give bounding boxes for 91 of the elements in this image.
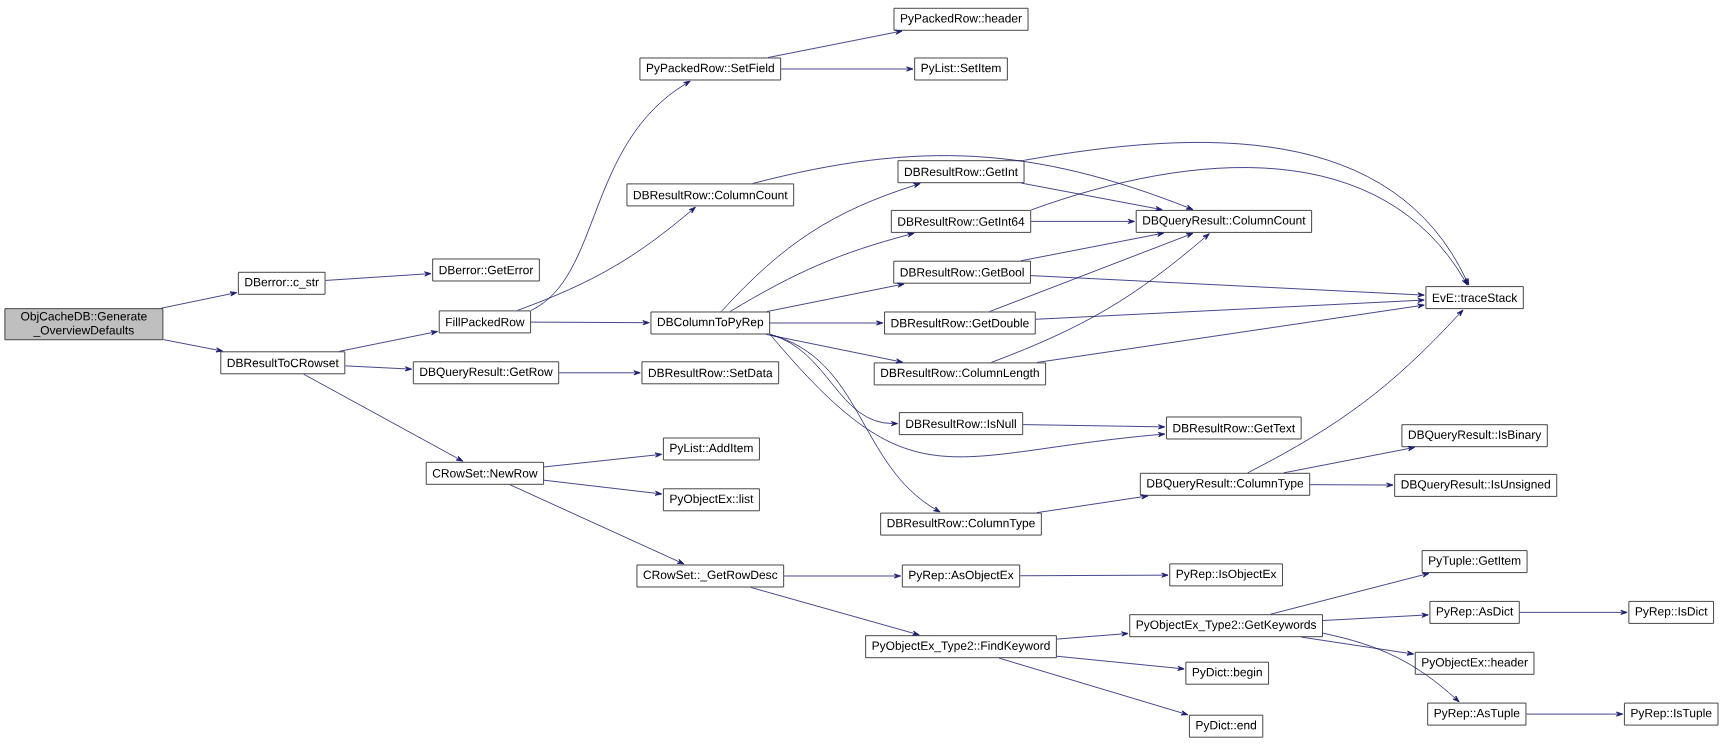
- arrow: [1036, 303, 1425, 363]
- arrow: [303, 373, 464, 462]
- arrow: [766, 334, 903, 364]
- function-box: DBResultRow::SetData: [641, 361, 780, 385]
- arrow: [1519, 609, 1628, 615]
- arrow: [160, 291, 238, 309]
- function-box: DBResultRow::ColumnLength: [873, 362, 1047, 386]
- arrow: [769, 334, 941, 513]
- function-box: CRowSet::NewRow: [425, 461, 545, 485]
- arrow: [530, 80, 691, 311]
- function-box: DBResultRow::GetText: [1166, 416, 1302, 440]
- function-box: DBResultRow::IsNull: [898, 412, 1024, 436]
- arrow: [509, 484, 685, 565]
- arrow: [1309, 482, 1394, 488]
- function-box: DBResultRow::ColumnCount: [626, 183, 795, 207]
- arrow: [1036, 494, 1149, 514]
- arrow: [344, 365, 412, 372]
- function-box: EvE::traceStack: [1425, 286, 1524, 310]
- function-box: PyPackedRow::SetField: [639, 57, 782, 81]
- arrow: [338, 330, 438, 352]
- function-box: PyRep::AsTuple: [1427, 702, 1527, 726]
- function-box: DBResultRow::ColumnType: [880, 512, 1042, 536]
- arrow: [1030, 167, 1468, 286]
- function-box: PyDict::end: [1189, 714, 1264, 738]
- function-box: PyRep::IsTuple: [1623, 702, 1719, 726]
- arrow: [530, 320, 650, 326]
- arrow: [783, 573, 901, 579]
- arrow: [998, 657, 1189, 716]
- arrow: [1283, 446, 1415, 474]
- arrow: [517, 206, 696, 311]
- function-box: PyList::AddItem: [662, 437, 760, 461]
- function-box: DBQueryResult::IsUnsigned: [1394, 473, 1558, 497]
- arrow: [780, 66, 914, 72]
- function-box: DBQueryResult::GetRow: [412, 361, 560, 385]
- arrow: [1019, 572, 1169, 578]
- arrow: [729, 232, 915, 312]
- arrow: [766, 282, 905, 312]
- arrow: [1030, 275, 1425, 298]
- arrow: [1030, 218, 1135, 224]
- arrow: [1056, 631, 1129, 640]
- function-box: DBResultRow::GetInt64: [890, 209, 1032, 233]
- function-box: FillPackedRow: [438, 310, 532, 334]
- arrow: [1024, 142, 1470, 286]
- arrow: [750, 587, 920, 636]
- function-box: DBQueryResult::ColumnType: [1139, 472, 1311, 496]
- arrow: [769, 334, 1166, 458]
- arrow: [752, 155, 1194, 210]
- function-box: DBResultRow::GetDouble: [884, 311, 1036, 335]
- function-box: DBerror::c_str: [237, 271, 326, 295]
- function-box: DBResultToCRowset: [220, 351, 346, 375]
- arrow: [769, 320, 884, 326]
- arrow: [543, 452, 663, 468]
- function-box: PyObjectEx::list: [662, 488, 760, 512]
- arrow: [1270, 572, 1430, 615]
- function-box: CRowSet::_GetRowDesc: [636, 564, 785, 588]
- arrow: [767, 29, 903, 58]
- function-box: PyRep::AsDict: [1429, 600, 1520, 624]
- arrow: [1301, 636, 1414, 656]
- function-box: DBQueryResult::IsBinary: [1401, 424, 1548, 448]
- function-box: DBerror::GetError: [432, 258, 540, 282]
- arrow: [1020, 231, 1165, 262]
- function-box: PyObjectEx_Type2::GetKeywords: [1129, 614, 1323, 638]
- arrow: [1526, 711, 1624, 717]
- arrow: [543, 479, 663, 496]
- function-box: PyRep::IsObjectEx: [1169, 563, 1283, 587]
- arrow: [1322, 612, 1429, 621]
- function-box: DBResultRow::GetInt: [897, 160, 1025, 184]
- arrow: [1022, 424, 1166, 430]
- function-box: PyList::SetItem: [914, 57, 1008, 81]
- function-box: PyPackedRow::header: [893, 7, 1029, 31]
- function-box: ObjCacheDB::Generate _OverviewDefaults: [4, 308, 164, 341]
- function-box: PyDict::begin: [1185, 661, 1269, 685]
- arrow: [989, 232, 1194, 312]
- function-box: PyTuple::GetItem: [1421, 550, 1528, 574]
- function-box: DBResultRow::GetBool: [893, 260, 1031, 284]
- arrow: [325, 271, 432, 281]
- function-box: PyRep::AsObjectEx: [901, 564, 1021, 588]
- function-box: PyObjectEx_Type2::FindKeyword: [865, 635, 1057, 659]
- function-box: DBQueryResult::ColumnCount: [1135, 209, 1313, 233]
- arrow: [1247, 309, 1464, 474]
- arrow: [162, 339, 223, 353]
- arrow: [720, 183, 921, 312]
- arrow: [990, 233, 1210, 363]
- arrow: [558, 370, 641, 376]
- arrow: [1056, 655, 1185, 671]
- arrow: [1021, 182, 1163, 211]
- function-box: PyRep::IsDict: [1628, 600, 1714, 624]
- arrow: [1322, 632, 1460, 703]
- arrow: [1035, 297, 1425, 320]
- function-box: DBColumnToPyRep: [650, 311, 771, 335]
- function-box: PyObjectEx::header: [1414, 651, 1535, 675]
